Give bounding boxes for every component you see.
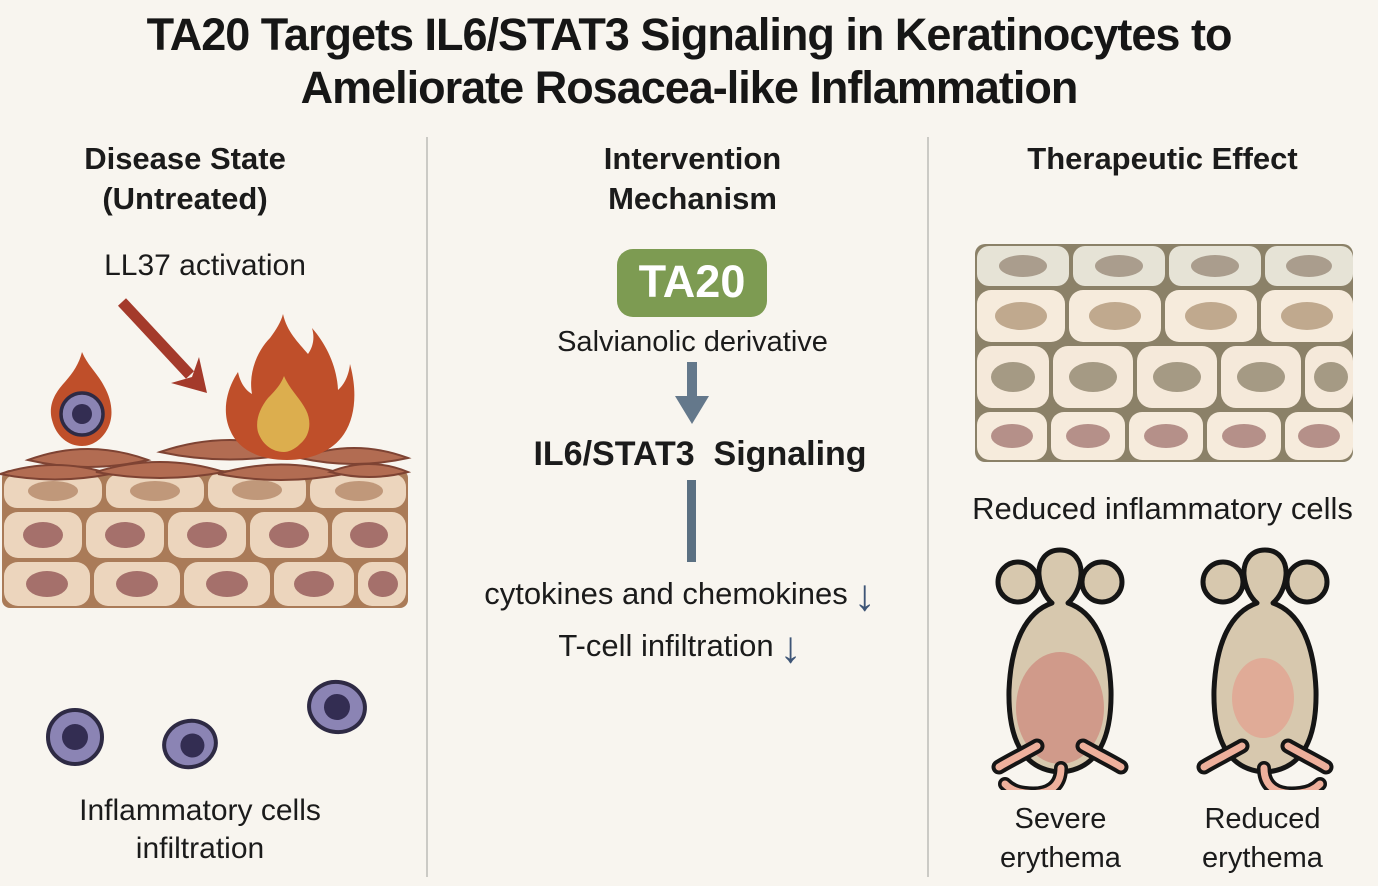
reduced-erythema-label: Reduced erythema: [1165, 800, 1360, 878]
inflamed-cell-flame-icon: [50, 352, 112, 446]
figure-title-line2: Ameliorate Rosacea-like Inflammation: [300, 62, 1079, 113]
panel-divider-right: [927, 137, 929, 877]
severe-erythema-line2: erythema: [1000, 842, 1121, 874]
cytokines-outcome: cytokines and chemokines ↓: [430, 571, 930, 620]
skin-scales-icon: [0, 439, 412, 481]
tcell-label: T-cell infiltration: [558, 628, 774, 663]
panel-heading-disease: Disease State (Untreated): [0, 139, 370, 219]
panel-heading-intervention: Intervention Mechanism: [445, 139, 940, 219]
severe-erythema-line1: Severe: [1014, 803, 1107, 835]
intervention-heading-line1: Intervention: [603, 141, 782, 176]
flame-icon: [225, 314, 355, 460]
ta20-badge: TA20: [617, 249, 767, 317]
ll37-label: LL37 activation: [104, 249, 306, 282]
reduced-cells-label: Reduced inflammatory cells: [972, 491, 1353, 526]
mouse-untreated-icon: [991, 547, 1129, 790]
panel-heading-therapeutic: Therapeutic Effect: [1027, 141, 1298, 176]
infiltration-line1: Inflammatory cells: [79, 794, 321, 827]
infiltration-line2: infiltration: [135, 832, 265, 865]
mouse-treated-icon: [1196, 547, 1334, 790]
inflammatory-cell-icon: [46, 708, 104, 766]
inflammatory-cell-icon: [162, 718, 218, 770]
reduced-erythema-patch: [1232, 658, 1294, 738]
infiltration-label: Inflammatory cells infiltration: [15, 792, 385, 868]
tcell-outcome: T-cell infiltration ↓: [430, 623, 930, 672]
diseased-skin-scene: [0, 298, 412, 770]
reduced-erythema-line1: Reduced: [1204, 803, 1321, 835]
disease-heading-line1: Disease State: [84, 141, 286, 176]
figure-title-line1: TA20 Targets IL6/STAT3 Signaling in Kera…: [146, 9, 1233, 60]
inhibition-bar: [687, 480, 696, 562]
disease-heading-line2: (Untreated): [102, 181, 268, 216]
severe-erythema-label: Severe erythema: [963, 800, 1158, 878]
decrease-arrow-icon: ↓: [853, 571, 876, 620]
skin-layers-healthy: [975, 244, 1353, 462]
cytokines-label: cytokines and chemokines: [484, 576, 848, 611]
drug-type-label: Salvianolic derivative: [557, 326, 828, 358]
severe-erythema-patch: [1016, 652, 1104, 764]
skin-layers-diseased: [2, 470, 408, 608]
panel-divider-left: [426, 137, 428, 877]
reduced-erythema-line2: erythema: [1202, 842, 1323, 874]
intervention-heading-line2: Mechanism: [608, 181, 777, 216]
pathway-label: IL6/STAT3 Signaling: [533, 435, 867, 473]
down-arrow-icon: [675, 362, 709, 424]
inflammatory-cell-icon: [307, 679, 367, 735]
figure-title: TA20 Targets IL6/STAT3 Signaling in Kera…: [0, 8, 1378, 114]
ll37-arrow-icon: [117, 298, 207, 393]
decrease-arrow-icon: ↓: [779, 623, 802, 672]
